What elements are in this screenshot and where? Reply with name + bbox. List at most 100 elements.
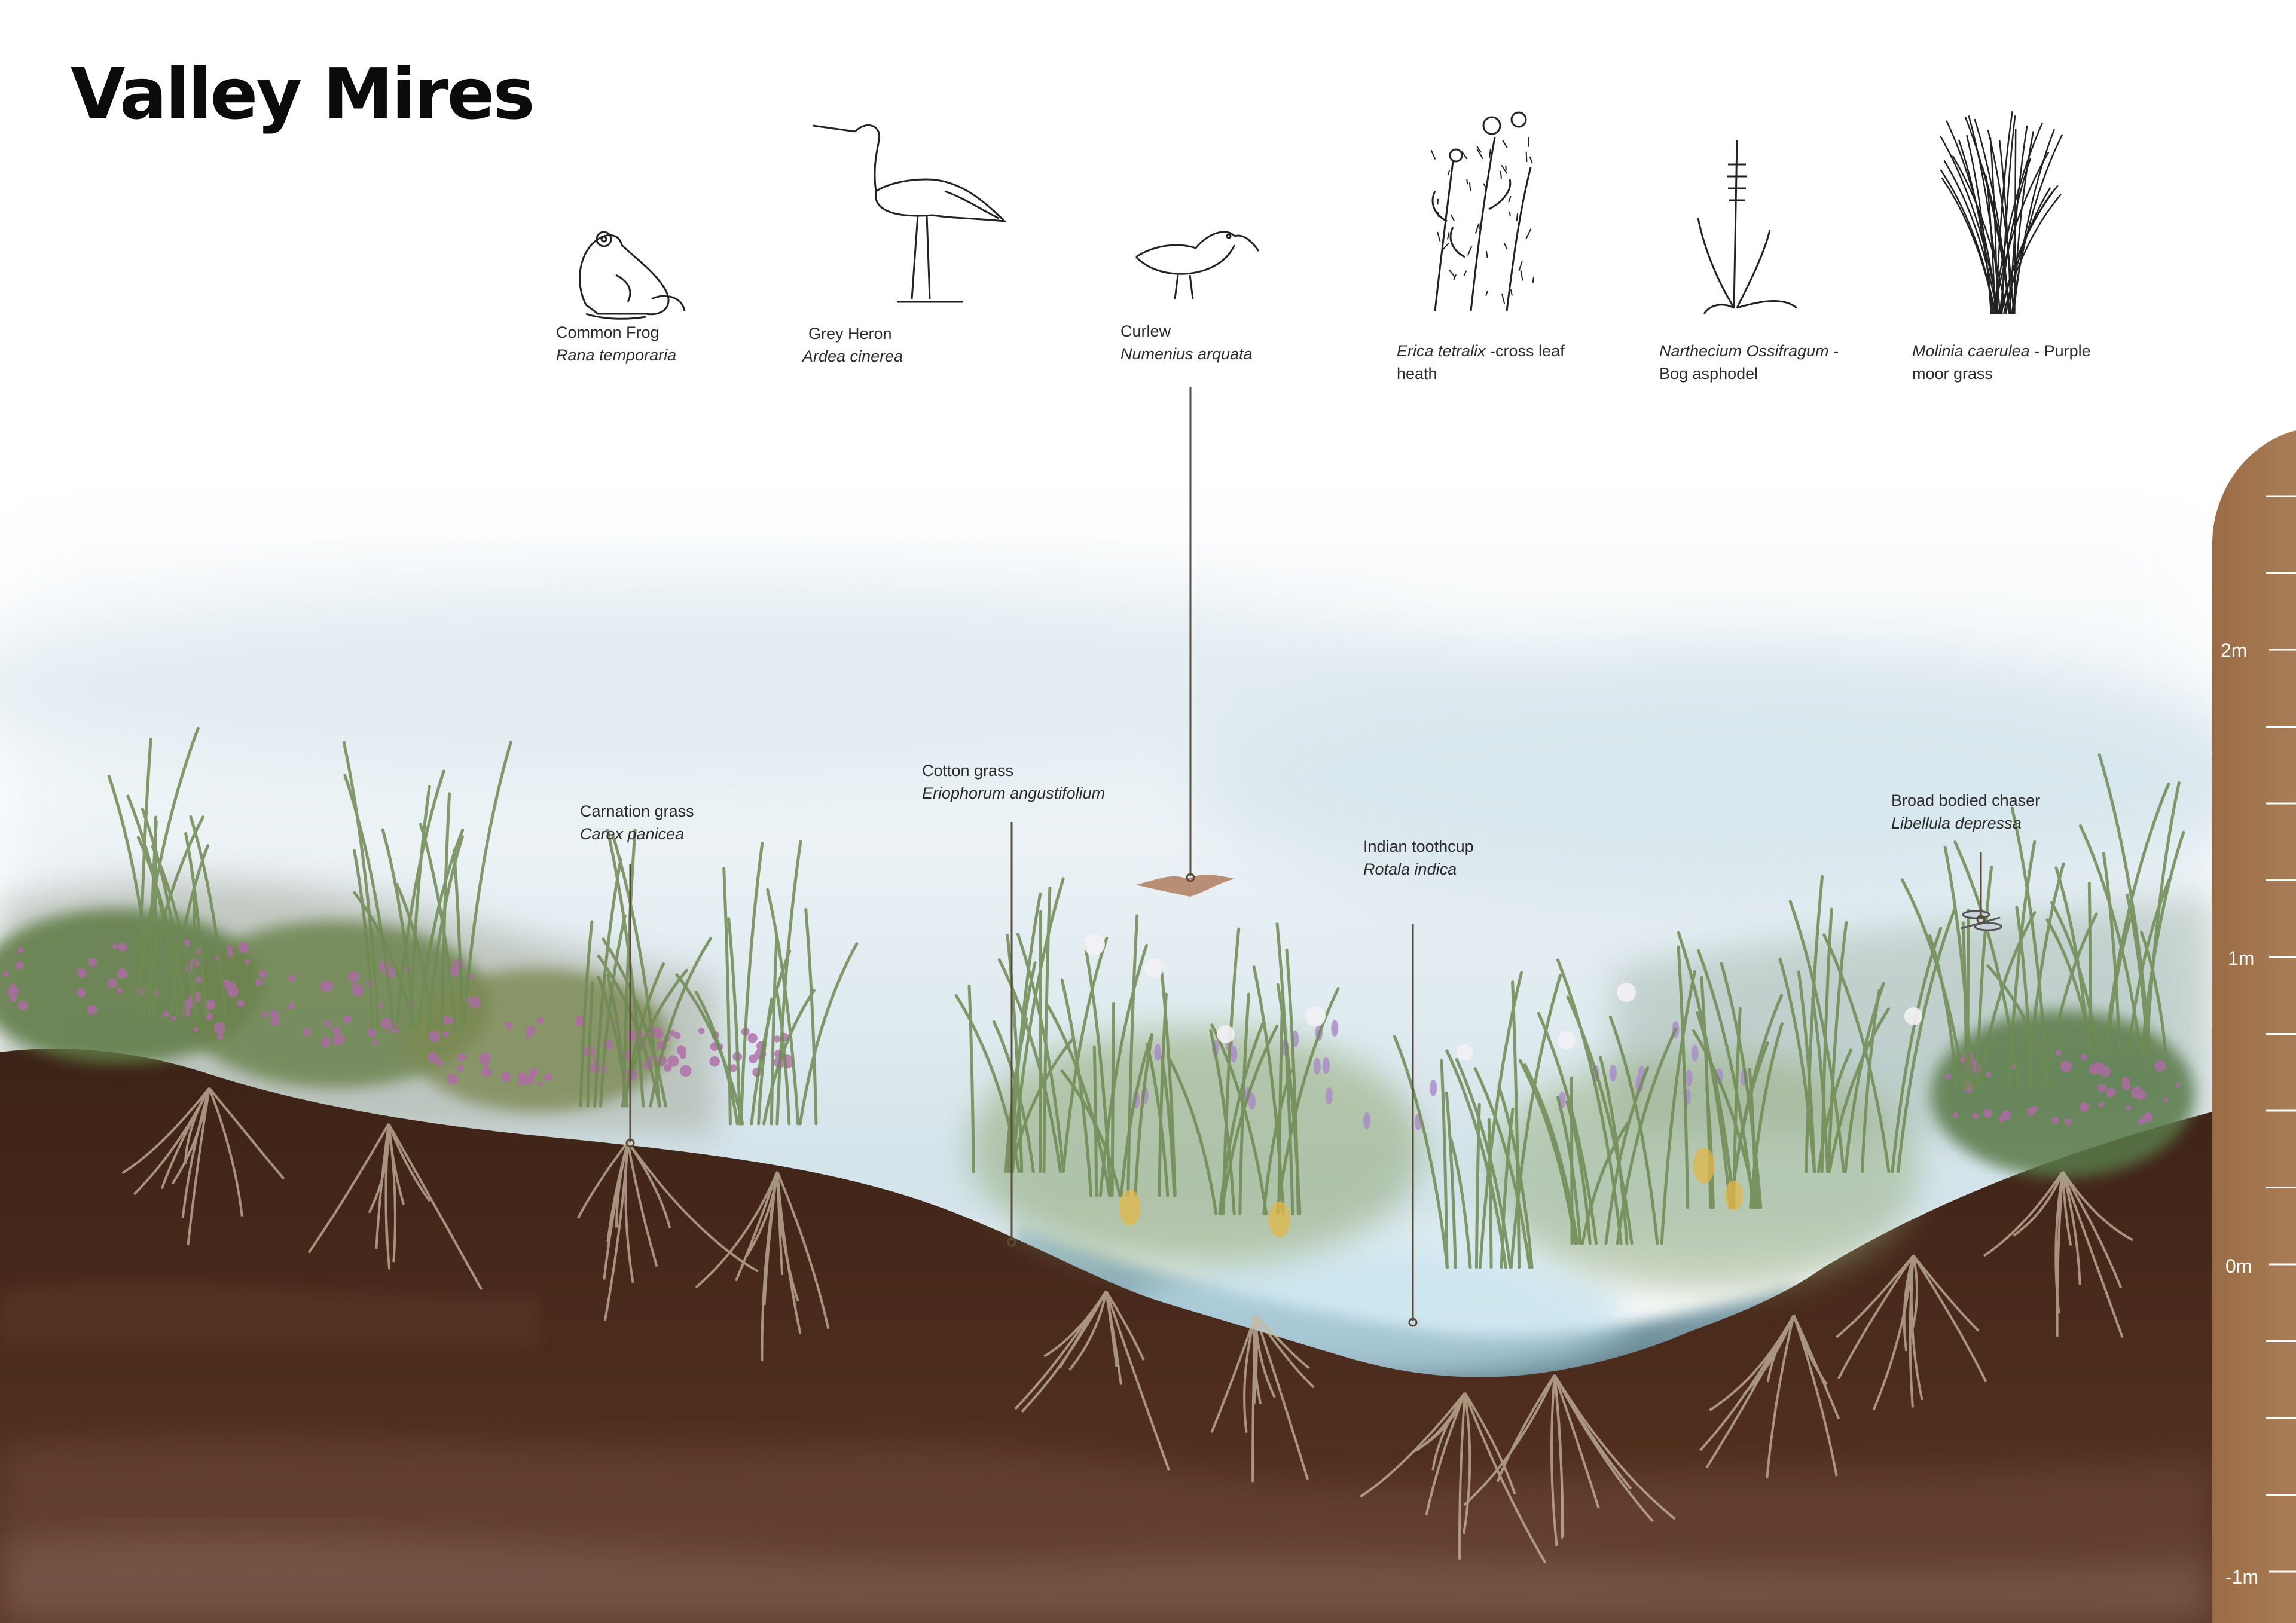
grass-blade (1805, 875, 1824, 1173)
moor-grass-blade (1966, 135, 1992, 314)
heather-flower (698, 1028, 705, 1034)
root-strand (1411, 1392, 1466, 1454)
grass-blade (992, 1020, 1035, 1173)
heather-flower (627, 1031, 637, 1041)
grass-blade (606, 973, 628, 1108)
moor-grass-blade (2005, 187, 2051, 314)
asphodel-bud (1685, 1069, 1693, 1087)
heather-flower (255, 979, 262, 986)
heath-leaf (1516, 213, 1519, 221)
grass-blade (727, 917, 741, 1126)
grass-blade (1061, 936, 1109, 1173)
heather-flower (2079, 1102, 2090, 1112)
root-strand (2062, 1170, 2134, 1242)
heath-leaf (1474, 224, 1480, 234)
heath-leaf (1483, 183, 1487, 189)
grass-blade (136, 836, 186, 1018)
grass-blade (1042, 887, 1052, 1173)
grass-blade (1146, 1042, 1170, 1197)
grass-blade (649, 937, 712, 1108)
grass-blade (1500, 1107, 1515, 1269)
heather-flower (2138, 1118, 2145, 1125)
grass-blade (1608, 1015, 1659, 1245)
heather-flower (171, 1016, 176, 1021)
grass-blade (1497, 1084, 1534, 1269)
heather-flower (217, 1033, 224, 1040)
grass-blade (739, 841, 764, 1126)
grass-blade (579, 920, 594, 1108)
grass-blade (599, 914, 627, 1108)
heather-flower (747, 1033, 758, 1043)
common-name: Common Frog (556, 323, 660, 341)
heather-flower (352, 983, 358, 989)
root-strand (1253, 1315, 1262, 1405)
root-strand (1360, 1392, 1466, 1498)
grass-blade (2145, 781, 2181, 1054)
heather-flower (373, 1039, 379, 1045)
asphodel-bud (1313, 1057, 1321, 1075)
moor-grass-icon (1940, 111, 2063, 314)
heather-flower (529, 1068, 538, 1077)
heather-flower (2060, 1060, 2072, 1072)
moor-grass-blade (2014, 129, 2017, 314)
grass-blade (1928, 934, 1959, 1090)
heather-flower (1983, 1109, 1992, 1118)
scientific-name: Ardea cinerea (802, 347, 903, 365)
root-strand (776, 1171, 784, 1276)
heath-leaf (1453, 274, 1457, 281)
common-name: -cross leaf heath (1397, 342, 1565, 383)
grass-blade (1092, 1045, 1098, 1197)
grass-blade (141, 815, 205, 1018)
root-strand (1105, 1291, 1170, 1471)
asphodel-icon (1697, 140, 1797, 314)
grass-blade (1518, 1059, 1577, 1245)
moor-grass-blade (1952, 155, 2008, 314)
heather-flower (237, 999, 245, 1007)
heather-flower (677, 1045, 685, 1052)
heath-leaf (1501, 164, 1508, 174)
grass-blade (2007, 840, 2037, 1090)
heather-flower (227, 945, 233, 952)
heather-flower (332, 1026, 340, 1034)
root-strand (761, 1171, 778, 1361)
heather-flower (348, 971, 359, 983)
heather-flower (288, 974, 296, 982)
grass-blade (2087, 881, 2093, 1054)
grass-blade (1445, 1049, 1507, 1269)
heather-flower (117, 988, 123, 994)
heather-flower (205, 1012, 213, 1020)
heather-flower (669, 1029, 676, 1037)
root-strand (1210, 1315, 1257, 1434)
grass-blade (189, 815, 228, 1018)
grass-blade (353, 849, 375, 1030)
root-strand (2054, 1171, 2064, 1314)
heather-flower (2125, 1105, 2132, 1111)
grass-blade (623, 962, 665, 1108)
grass-blade (148, 820, 158, 1018)
root-strand (1553, 1374, 1632, 1490)
scientific-name: Eriophorum angustifolium (922, 784, 1106, 802)
root-strand (2013, 1171, 2064, 1237)
heather-flower (324, 1020, 331, 1028)
root-strand (1835, 1254, 1915, 1338)
heath-leaf (1485, 250, 1488, 258)
root-strand (1254, 1314, 1315, 1389)
grass-blade (1220, 1025, 1279, 1215)
heather-flower (227, 951, 234, 958)
heather-flower (429, 1031, 440, 1043)
heather-flower (328, 982, 334, 988)
grass-blade (1238, 992, 1250, 1215)
grass-blade (997, 958, 1062, 1173)
root-strand (776, 1171, 830, 1329)
grass-blade (419, 823, 457, 1030)
grass-blade (1523, 1063, 1579, 1245)
grass-haze (969, 1028, 1423, 1267)
scale-label-minus-1m: -1m (2225, 1566, 2259, 1588)
root-strand (1431, 1392, 1466, 1471)
heath-leaf (1532, 276, 1535, 283)
heather-flower (442, 1031, 449, 1037)
moor-grass-blade (1968, 115, 2001, 314)
asphodel-bud (1715, 1068, 1723, 1085)
heather-mound (1931, 1010, 2194, 1178)
